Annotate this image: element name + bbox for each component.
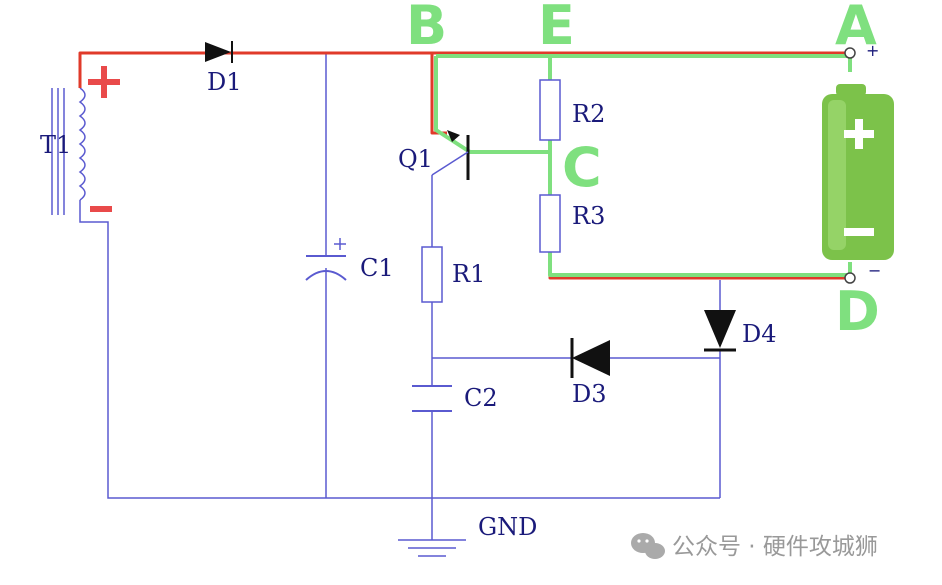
label-c2: C2 — [464, 384, 498, 412]
ground-symbol — [398, 539, 466, 557]
label-q1: Q1 — [398, 145, 433, 173]
watermark-text: 公众号 · 硬件攻城狮 — [672, 534, 878, 560]
coil-winding — [78, 87, 86, 201]
charge-path — [78, 51, 850, 280]
diode-d3 — [570, 338, 610, 378]
wechat-icon — [631, 533, 665, 559]
resistor-r2 — [539, 79, 561, 141]
node-label-d: D — [835, 280, 880, 343]
label-gnd: GND — [478, 513, 537, 541]
terminal-minus-label: − — [868, 261, 881, 280]
resistor-r1 — [421, 246, 443, 303]
node-label-c: C — [562, 136, 602, 199]
diode-d4 — [704, 310, 736, 352]
node-label-b: B — [406, 0, 447, 57]
resistor-r3 — [539, 194, 561, 253]
terminal-a — [844, 47, 856, 59]
label-d3: D3 — [572, 380, 607, 408]
battery-minus-symbol — [844, 228, 874, 236]
terminal-plus-label: + — [866, 41, 879, 60]
capacitor-c2 — [412, 385, 452, 412]
label-d4: D4 — [742, 320, 777, 348]
base-bias-path — [434, 54, 852, 277]
capacitor-c1 — [305, 238, 347, 281]
coil-minus-sign — [90, 206, 112, 212]
label-r2: R2 — [572, 100, 605, 128]
transformer-t1 — [51, 87, 86, 215]
label-r1: R1 — [452, 260, 485, 288]
battery-icon — [822, 84, 894, 260]
node-label-a: A — [835, 0, 877, 57]
coil-plus-sign — [88, 66, 120, 98]
node-label-e: E — [538, 0, 575, 57]
label-t1: T1 — [40, 131, 71, 159]
transistor-q1 — [431, 130, 470, 180]
diode-d1 — [205, 41, 233, 63]
terminal-d — [844, 272, 856, 284]
label-r3: R3 — [572, 202, 605, 230]
label-c1: C1 — [360, 254, 394, 282]
label-d1: D1 — [207, 68, 242, 96]
circuit-wiring — [79, 52, 721, 540]
